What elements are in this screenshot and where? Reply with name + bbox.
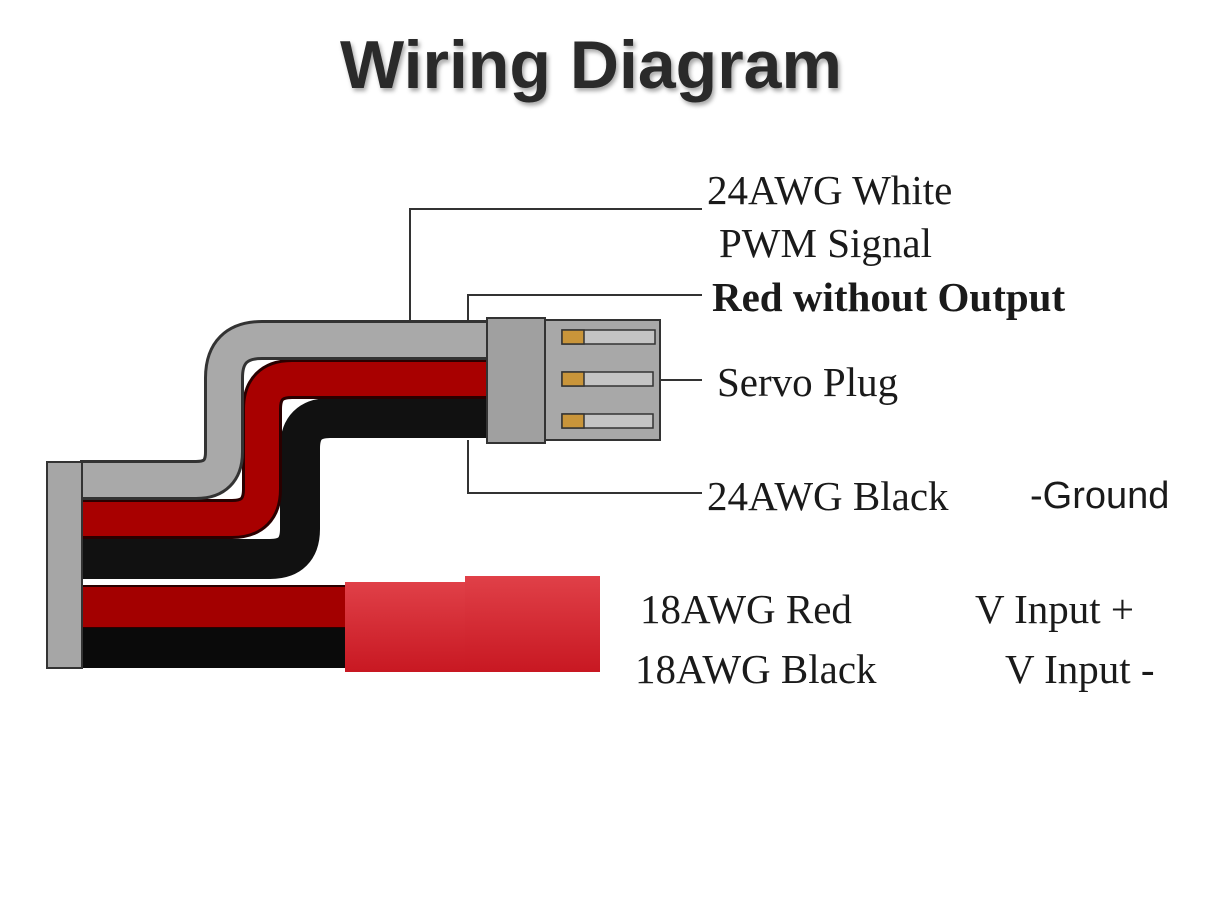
servo-plug bbox=[486, 317, 661, 444]
power-black-label: 18AWG Black bbox=[635, 646, 877, 692]
black-leader-line bbox=[467, 440, 702, 494]
red-wire-label: Red without Output bbox=[712, 274, 1065, 320]
plug-pin bbox=[561, 371, 654, 387]
servo-plug-label: Servo Plug bbox=[717, 359, 898, 405]
red-power-wire bbox=[79, 585, 351, 629]
black-signal-wire bbox=[80, 398, 490, 579]
power-red-label: 18AWG Red bbox=[640, 586, 852, 632]
diagram-title: Wiring Diagram bbox=[340, 27, 842, 103]
white-function-label: PWM Signal bbox=[719, 220, 932, 266]
white-signal-wire bbox=[80, 323, 490, 497]
red-signal-wire-fill bbox=[80, 362, 490, 536]
plug-pin bbox=[561, 329, 656, 345]
black-function-label: -Ground bbox=[1030, 475, 1169, 517]
black-wire-label: 24AWG Black bbox=[707, 473, 949, 519]
black-power-wire bbox=[80, 628, 350, 668]
plug-pin bbox=[561, 413, 654, 429]
white-leader-line bbox=[409, 208, 702, 322]
white-wire-label: 24AWG White bbox=[707, 167, 952, 213]
power-black-function-label: V Input - bbox=[1005, 646, 1155, 692]
power-connector bbox=[345, 576, 600, 672]
cable-sheath-end bbox=[46, 461, 83, 669]
power-red-function-label: V Input + bbox=[975, 586, 1134, 632]
